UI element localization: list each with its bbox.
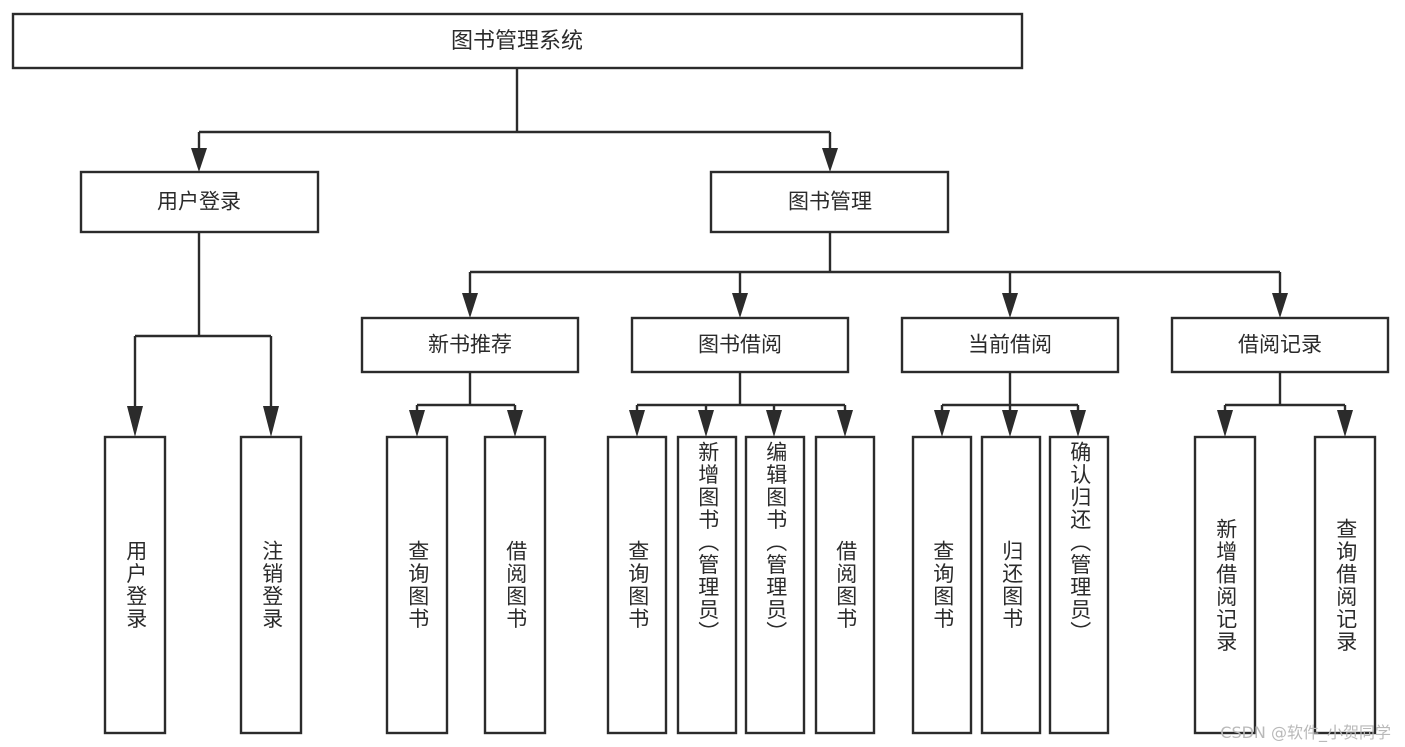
connector-group-user-login: [127, 232, 279, 437]
node-book-borrow-label: 图书借阅: [698, 334, 782, 357]
arrow-head-user-login: [191, 148, 207, 172]
arrow-head-leaf-user-login-0: [127, 406, 143, 437]
connector-group-book-manage: [462, 232, 1288, 318]
arrow-head-leaf-br-0: [1217, 410, 1233, 437]
leaf-group-new-book-recommend: [385, 435, 547, 735]
leaf-group-book-borrow: [606, 435, 876, 735]
node-root-box[interactable]: [11, 12, 1024, 70]
arrow-head-leaf-bb-2: [766, 410, 782, 437]
node-root[interactable]: 图书管理系统: [11, 12, 1024, 70]
arrow-head-leaf-bb-1: [698, 410, 714, 437]
node-new-book-recommend-box[interactable]: [360, 316, 580, 374]
leaf-box-bb-2[interactable]: [744, 435, 806, 735]
node-book-borrow-box[interactable]: [630, 316, 850, 374]
node-book-manage-box[interactable]: [709, 170, 950, 234]
leaf-box-bb-3[interactable]: [814, 435, 876, 735]
arrow-head-leaf-bb-0: [629, 410, 645, 437]
arrow-head-leaf-user-login-1: [263, 406, 279, 437]
node-book-manage[interactable]: 图书管理: [709, 170, 950, 234]
leaf-box-bb-1[interactable]: [676, 435, 738, 735]
arrow-head-current-borrow: [1002, 293, 1018, 318]
arrow-head-leaf-bb-3: [837, 410, 853, 437]
leaf-box-cb-1[interactable]: [980, 435, 1042, 735]
node-current-borrow-label: 当前借阅: [968, 334, 1052, 357]
arrow-head-book-borrow: [732, 293, 748, 318]
node-borrow-record-label: 借阅记录: [1238, 334, 1322, 357]
node-current-borrow[interactable]: 当前借阅: [900, 316, 1120, 374]
leaf-box-user-login-1[interactable]: [239, 435, 303, 735]
node-new-book-recommend-label: 新书推荐: [428, 334, 512, 357]
node-borrow-record-box[interactable]: [1170, 316, 1390, 374]
leaf-box-nbr-0[interactable]: [385, 435, 449, 735]
arrow-head-borrow-record: [1272, 293, 1288, 318]
leaf-group-borrow-record: [1193, 435, 1377, 735]
node-book-borrow[interactable]: 图书借阅: [630, 316, 850, 374]
connector-group-current-borrow: [934, 372, 1086, 437]
arrow-head-leaf-br-1: [1337, 410, 1353, 437]
connector-group-root: [191, 68, 838, 172]
leaf-box-user-login-0[interactable]: [103, 435, 167, 735]
leaf-box-br-1[interactable]: [1313, 435, 1377, 735]
node-new-book-recommend[interactable]: 新书推荐: [360, 316, 580, 374]
connector-group-new-book-recommend: [409, 372, 523, 437]
leaf-box-bb-0[interactable]: [606, 435, 668, 735]
leaf-box-br-0[interactable]: [1193, 435, 1257, 735]
connector-group-borrow-record: [1217, 372, 1353, 437]
connector-group-book-borrow: [629, 372, 853, 437]
node-current-borrow-box[interactable]: [900, 316, 1120, 374]
watermark: CSDN @软件_小贺同学: [1220, 723, 1391, 742]
leaf-box-cb-0[interactable]: [911, 435, 973, 735]
leaf-group-current-borrow: [911, 435, 1110, 735]
leaf-group-user-login: [103, 435, 303, 735]
arrow-head-leaf-cb-0: [934, 410, 950, 437]
arrow-head-book-manage: [822, 148, 838, 172]
arrow-head-leaf-nbr-1: [507, 410, 523, 437]
arrow-head-new-book-recommend: [462, 293, 478, 318]
node-root-label: 图书管理系统: [451, 28, 583, 53]
node-user-login-label: 用户登录: [157, 191, 241, 214]
node-borrow-record[interactable]: 借阅记录: [1170, 316, 1390, 374]
leaf-box-cb-2[interactable]: [1048, 435, 1110, 735]
arrow-head-leaf-cb-1: [1002, 410, 1018, 437]
node-user-login[interactable]: 用户登录: [79, 170, 320, 234]
node-book-manage-label: 图书管理: [788, 191, 872, 214]
node-user-login-box[interactable]: [79, 170, 320, 234]
leaf-box-nbr-1[interactable]: [483, 435, 547, 735]
arrow-head-leaf-nbr-0: [409, 410, 425, 437]
arrow-head-leaf-cb-2: [1070, 410, 1086, 437]
